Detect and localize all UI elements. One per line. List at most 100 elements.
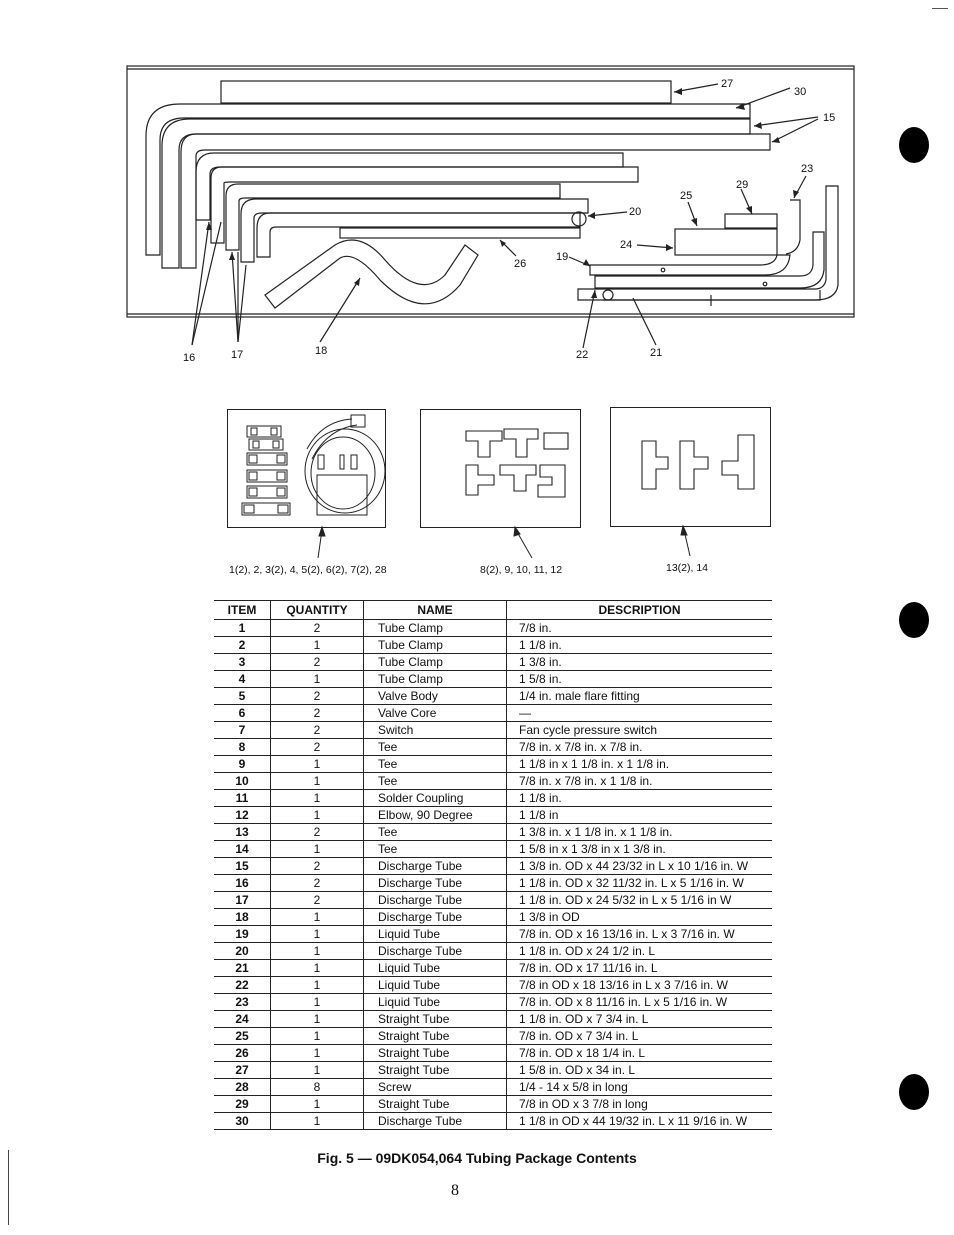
cell-item: 14 [214, 840, 271, 858]
cell-description: — [506, 704, 772, 722]
cell-item: 25 [214, 1027, 271, 1045]
cell-quantity: 1 [270, 1112, 364, 1130]
cell-quantity: 2 [270, 619, 364, 637]
cell-name: Valve Body [363, 687, 507, 705]
cell-name: Discharge Tube [363, 942, 507, 960]
cell-item: 6 [214, 704, 271, 722]
cell-item: 22 [214, 976, 271, 994]
cell-name: Tee [363, 772, 507, 790]
cell-item: 8 [214, 738, 271, 756]
panel-label-clamps: 1(2), 2, 3(2), 4, 5(2), 6(2), 7(2), 28 [229, 564, 387, 576]
cell-item: 5 [214, 687, 271, 705]
cell-item: 26 [214, 1044, 271, 1062]
cell-quantity: 2 [270, 687, 364, 705]
callout-22: 22 [576, 349, 589, 361]
cell-name: Tee [363, 823, 507, 841]
cell-item: 17 [214, 891, 271, 909]
cell-name: Liquid Tube [363, 959, 507, 977]
binder-hole-bottom [899, 1074, 929, 1110]
cell-name: Tee [363, 755, 507, 773]
callout-26: 26 [514, 258, 527, 270]
cell-item: 2 [214, 636, 271, 654]
cell-item: 23 [214, 993, 271, 1011]
cell-item: 12 [214, 806, 271, 824]
cell-description: 7/8 in. OD x 17 11/16 in. L [506, 959, 772, 977]
cell-name: Tube Clamp [363, 619, 507, 637]
cell-quantity: 1 [270, 670, 364, 688]
panel-label-tees: 8(2), 9, 10, 11, 12 [480, 564, 563, 576]
cell-name: Tube Clamp [363, 653, 507, 671]
cell-description: 1 3/8 in. [506, 653, 772, 671]
callout-25: 25 [680, 190, 693, 202]
cell-name: Tee [363, 738, 507, 756]
panel-label-large-tees: 13(2), 14 [666, 562, 709, 574]
cell-name: Liquid Tube [363, 925, 507, 943]
cell-quantity: 1 [270, 1095, 364, 1113]
cell-item: 7 [214, 721, 271, 739]
cell-item: 16 [214, 874, 271, 892]
callout-24: 24 [620, 239, 633, 251]
cell-description: 1 1/8 in OD x 44 19/32 in. L x 11 9/16 i… [506, 1112, 772, 1130]
cell-description: 7/8 in. x 7/8 in. x 7/8 in. [506, 738, 772, 756]
cell-name: Elbow, 90 Degree [363, 806, 507, 824]
callout-21: 21 [650, 347, 663, 359]
cell-description: Fan cycle pressure switch [506, 721, 772, 739]
cell-quantity: 1 [270, 755, 364, 773]
callout-23: 23 [801, 163, 814, 175]
header-description: DESCRIPTION [506, 600, 772, 620]
cell-name: Switch [363, 721, 507, 739]
cell-quantity: 2 [270, 653, 364, 671]
cell-description: 1 1/8 in. OD x 32 11/32 in. L x 5 1/16 i… [506, 874, 772, 892]
cell-name: Straight Tube [363, 1095, 507, 1113]
cell-name: Straight Tube [363, 1061, 507, 1079]
cell-quantity: 1 [270, 789, 364, 807]
header-item: ITEM [214, 600, 271, 620]
cell-name: Liquid Tube [363, 976, 507, 994]
cell-quantity: 1 [270, 840, 364, 858]
cell-name: Straight Tube [363, 1010, 507, 1028]
cell-item: 29 [214, 1095, 271, 1113]
cell-name: Tube Clamp [363, 670, 507, 688]
cell-description: 1 5/8 in x 1 3/8 in x 1 3/8 in. [506, 840, 772, 858]
cell-item: 19 [214, 925, 271, 943]
cell-item: 27 [214, 1061, 271, 1079]
cell-description: 1 1/8 in. OD x 7 3/4 in. L [506, 1010, 772, 1028]
callout-29: 29 [736, 179, 749, 191]
tubing-package-diagram [126, 65, 855, 349]
cell-description: 7/8 in. OD x 7 3/4 in. L [506, 1027, 772, 1045]
cell-item: 11 [214, 789, 271, 807]
cell-quantity: 1 [270, 1010, 364, 1028]
binder-hole-top [899, 127, 929, 163]
figure-caption: Fig. 5 — 09DK054,064 Tubing Package Cont… [317, 1150, 637, 1166]
cell-item: 3 [214, 653, 271, 671]
cell-quantity: 2 [270, 738, 364, 756]
cell-name: Screw [363, 1078, 507, 1096]
callout-18: 18 [315, 345, 328, 357]
cell-name: Straight Tube [363, 1027, 507, 1045]
callout-16: 16 [183, 352, 196, 364]
cell-description: 1 3/8 in. OD x 44 23/32 in L x 10 1/16 i… [506, 857, 772, 875]
cell-description: 7/8 in OD x 3 7/8 in long [506, 1095, 772, 1113]
cell-item: 21 [214, 959, 271, 977]
cell-quantity: 1 [270, 1044, 364, 1062]
cell-quantity: 1 [270, 1027, 364, 1045]
callout-17: 17 [231, 349, 244, 361]
